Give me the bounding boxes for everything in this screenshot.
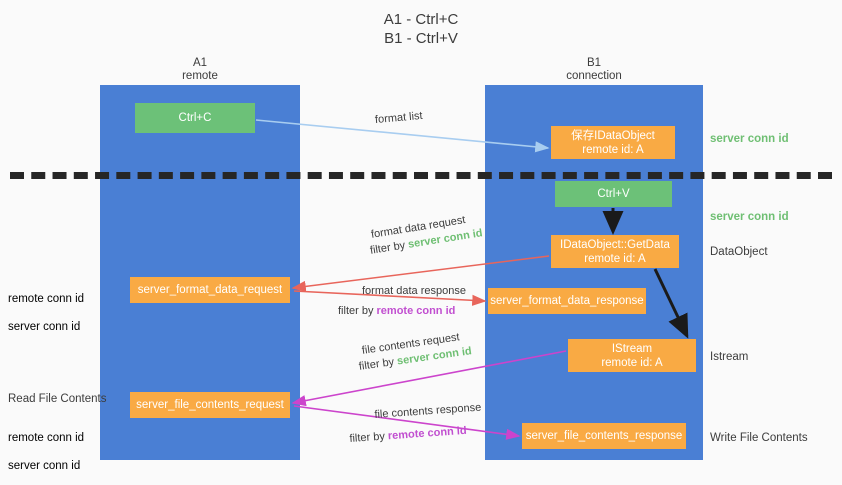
column-header-b1: B1 connection	[485, 57, 703, 83]
remote-conn-id-text: remote conn id	[387, 424, 467, 443]
node-server-format-data-response[interactable]: server_format_data_response	[488, 288, 646, 314]
label-server-conn-id-mid: server conn id	[710, 211, 789, 223]
phase-divider	[10, 172, 832, 179]
edge-label-format-list: format list	[374, 109, 424, 127]
label-remote-conn-id-lower: remote conn id	[8, 432, 85, 444]
label-remote-conn-id-upper: remote conn id	[8, 293, 85, 305]
edge-label-file-contents-response-filter: filter by remote conn id	[349, 424, 467, 447]
label-conn-ids-lower: remote conn id server conn id	[8, 417, 84, 485]
edge-label-file-contents-response: file contents response	[374, 401, 482, 421]
node-ctrl-v[interactable]: Ctrl+V	[555, 181, 672, 207]
label-dataobject: DataObject	[710, 246, 768, 258]
filter-by-text: filter by	[338, 305, 377, 317]
filter-by-text: filter by	[349, 430, 389, 445]
node-idataobject-getdata[interactable]: IDataObject::GetData remote id: A	[551, 235, 679, 268]
page-title: A1 - Ctrl+C B1 - Ctrl+V	[383, 11, 459, 47]
column-header-b1-role: connection	[566, 70, 622, 82]
label-server-conn-id-top: server conn id	[710, 133, 789, 145]
edge-label-format-data-response-filter: filter by remote conn id	[338, 304, 455, 319]
node-istream[interactable]: IStream remote id: A	[568, 339, 696, 372]
column-header-a1-role: remote	[182, 70, 218, 82]
filter-by-text: filter by	[358, 355, 398, 373]
label-write-file-contents: Write File Contents	[710, 432, 808, 444]
column-header-a1: A1 remote	[100, 57, 300, 83]
node-server-file-contents-response[interactable]: server_file_contents_response	[522, 423, 686, 449]
edge-label-format-data-response: format data response	[362, 285, 466, 297]
label-conn-ids-upper: remote conn id server conn id	[8, 278, 84, 348]
node-save-idataobject[interactable]: 保存IDataObject remote id: A	[551, 126, 675, 159]
label-istream: Istream	[710, 351, 749, 363]
node-ctrl-c[interactable]: Ctrl+C	[135, 103, 255, 133]
label-read-file-contents: Read File Contents	[8, 393, 107, 405]
column-header-a1-name: A1	[192, 57, 208, 69]
node-server-file-contents-request[interactable]: server_file_contents_request	[130, 392, 290, 418]
label-server-conn-id-lower: server conn id	[8, 460, 81, 472]
label-server-conn-id-upper: server conn id	[8, 321, 81, 333]
node-server-format-data-request[interactable]: server_format_data_request	[130, 277, 290, 303]
column-header-b1-name: B1	[586, 57, 602, 69]
remote-conn-id-text: remote conn id	[376, 305, 456, 317]
